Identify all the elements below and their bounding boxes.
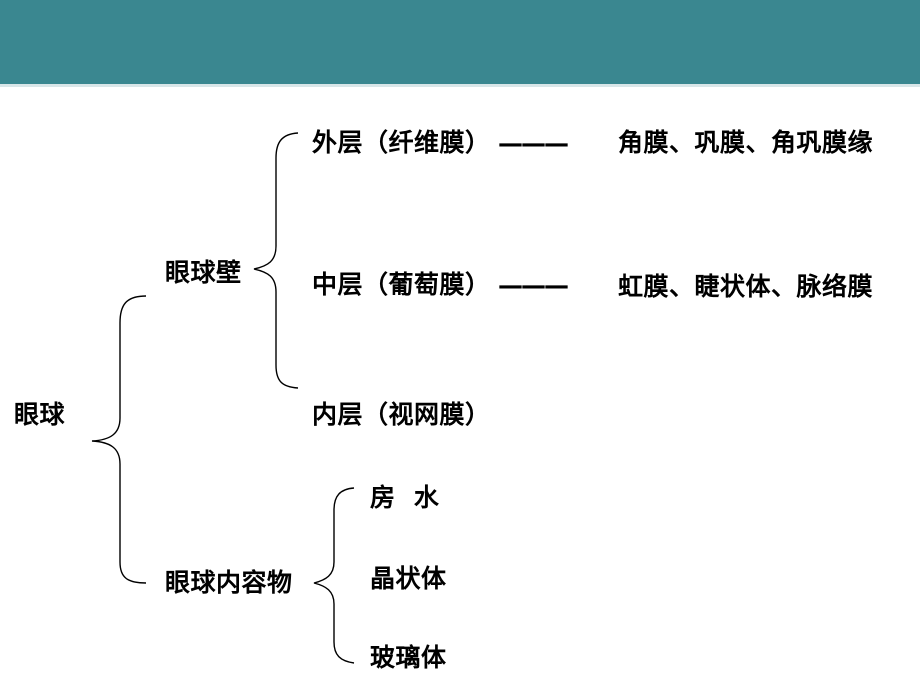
connector-outer: ——— <box>498 129 569 158</box>
outer-layer-parts: 角膜、巩膜、角巩膜缘 <box>618 128 874 157</box>
middle-layer-parts: 虹膜、睫状体、脉络膜 <box>618 272 874 301</box>
contents-brace <box>313 487 355 664</box>
node-middle-layer: 中层（葡萄膜） <box>312 270 491 299</box>
node-outer-layer: 外层（纤维膜） <box>312 128 491 157</box>
contents-item-vitreous-body: 玻璃体 <box>370 643 447 672</box>
connector-middle: ——— <box>498 271 569 300</box>
wall-brace <box>253 132 299 389</box>
header-band-edge <box>0 84 920 87</box>
root-node-eyeball: 眼球 <box>14 400 66 429</box>
root-brace <box>91 295 147 584</box>
node-inner-layer: 内层（视网膜） <box>312 400 491 429</box>
contents-item-aqueous-humor: 房 水 <box>370 483 440 512</box>
node-eyeball-contents: 眼球内容物 <box>165 568 293 597</box>
node-eyeball-wall: 眼球壁 <box>165 258 242 287</box>
header-band <box>0 0 920 84</box>
contents-item-lens: 晶状体 <box>370 564 447 593</box>
